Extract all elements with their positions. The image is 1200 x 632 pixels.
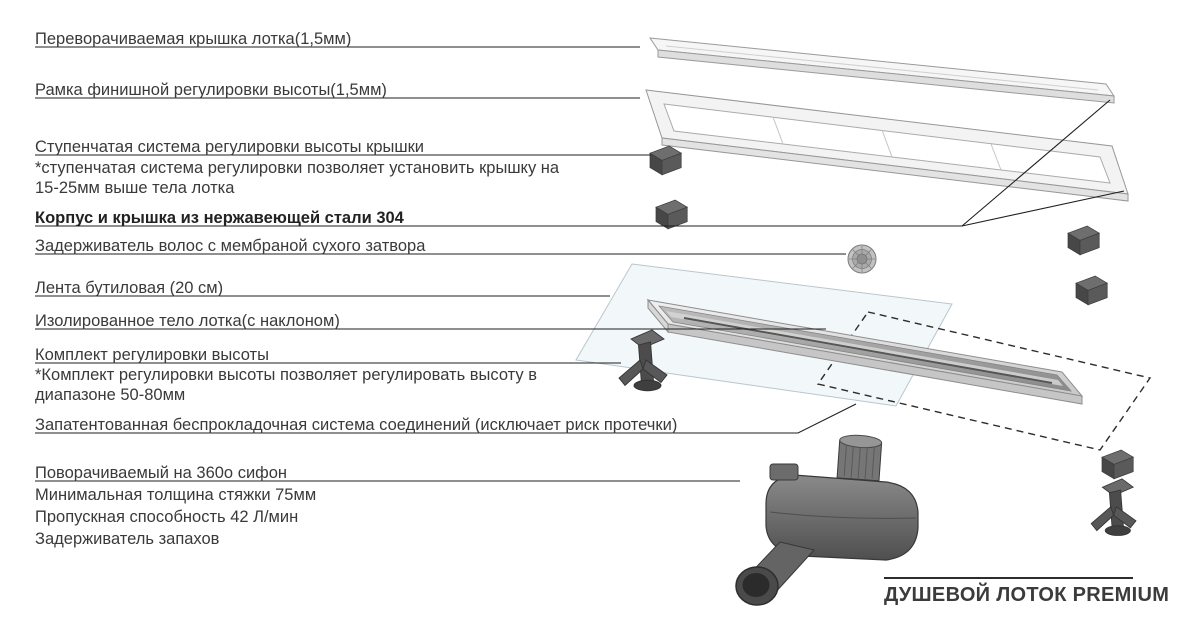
siphon-shape <box>735 434 919 606</box>
height-foot-shape <box>1090 478 1137 536</box>
callout-odor-trap: Задерживатель запахов <box>35 530 220 548</box>
step-clip-shape <box>655 199 688 230</box>
step-clip-shape <box>1101 449 1134 480</box>
callout-screed: Минимальная толщина стяжки 75мм <box>35 486 317 504</box>
callout-body: Изолированное тело лотка(с наклоном) <box>35 312 340 330</box>
callout-step-system-note: *ступенчатая система регулировки позволя… <box>35 159 560 197</box>
step-clip-shape <box>1075 275 1108 306</box>
callout-height-kit: Комплект регулировки высоты <box>35 346 269 364</box>
leader-line-connection <box>35 403 857 434</box>
product-title: ДУШЕВОЙ ЛОТОК PREMIUM <box>884 584 1170 606</box>
step-clip-shape <box>649 145 682 176</box>
callout-flow: Пропускная способность 42 Л/мин <box>35 508 299 526</box>
callout-height-kit-note: *Комплект регулировки высоты позволяет р… <box>35 366 537 404</box>
callout-hair-trap: Задерживатель волос с мембраной сухого з… <box>35 237 426 255</box>
cover-shape <box>648 37 1116 104</box>
leader-line-steel-to-frame <box>961 190 1125 227</box>
hair-trap-strainer-shape <box>847 244 877 274</box>
callout-butyl-tape: Лента бутиловая (20 см) <box>35 279 224 297</box>
callout-steel: Корпус и крышка из нержавеющей стали 304 <box>35 209 404 227</box>
callout-connection: Запатентованная беспрокладочная система … <box>35 416 678 434</box>
callout-siphon: Поворачиваемый на 360о сифон <box>35 464 288 482</box>
callout-cover: Переворачиваемая крышка лотка(1,5мм) <box>35 30 352 48</box>
step-clip-shape <box>1067 225 1100 256</box>
channel-body-shape <box>646 298 1084 405</box>
callout-frame: Рамка финишной регулировки высоты(1,5мм) <box>35 81 387 99</box>
leader-line-steel-to-cover <box>961 99 1111 227</box>
callout-step-system: Ступенчатая система регулировки высоты к… <box>35 138 425 156</box>
frame-shape <box>645 89 1129 202</box>
